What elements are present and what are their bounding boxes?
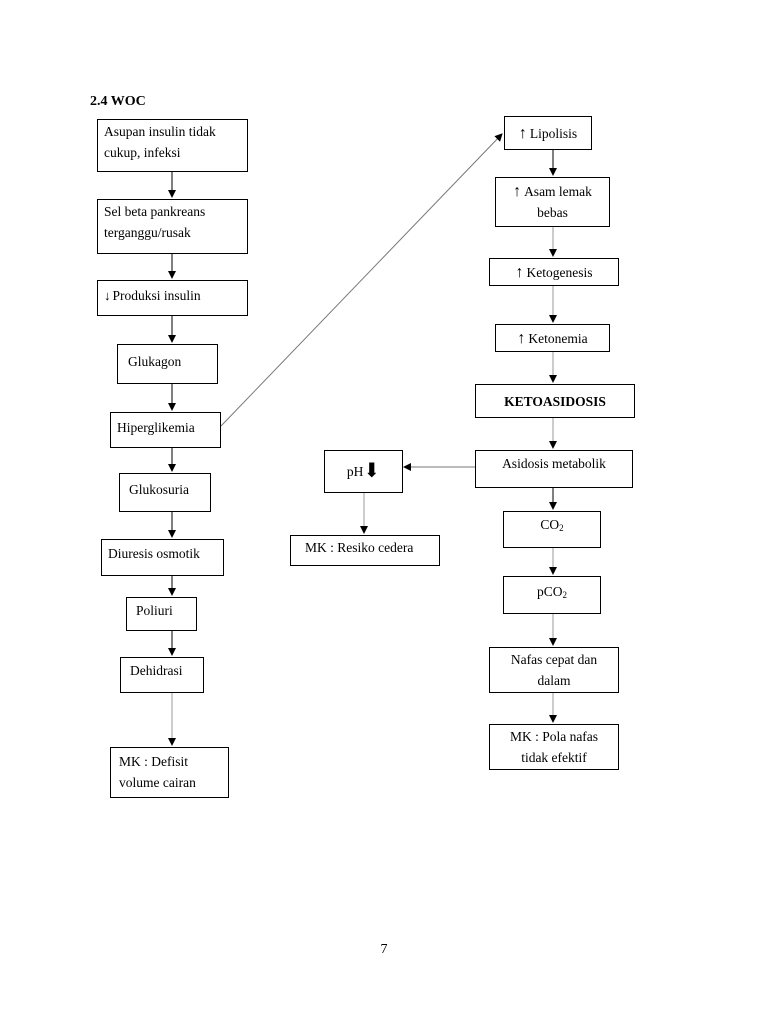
box-mk-pola-nafas-label: MK : Pola nafas tidak efektif: [509, 729, 599, 765]
box-ketonemia: ↑Ketonemia: [495, 324, 610, 352]
box-produksi-insulin: ↓Produksi insulin: [97, 280, 248, 316]
box-ph: pH⬇: [324, 450, 403, 493]
box-asam-lemak-label: Asam lemak bebas: [524, 184, 592, 220]
box-ketogenesis-label: Ketogenesis: [526, 264, 593, 280]
box-ketoasidosis: KETOASIDOSIS: [475, 384, 635, 418]
arrow-hiperglikemia-to-lipolisis: [220, 133, 503, 427]
page-number: 7: [380, 942, 388, 957]
box-glukagon-label: Glukagon: [128, 354, 182, 369]
box-asidosis-metabolik: Asidosis metabolik: [475, 450, 633, 488]
box-ketoasidosis-label: KETOASIDOSIS: [504, 393, 606, 409]
box-nafas-cepat: Nafas cepat dan dalam: [489, 647, 619, 693]
up-arrow-icon: ↑: [517, 329, 526, 347]
box-glukosuria: Glukosuria: [119, 473, 211, 512]
box-ketonemia-label: Ketonemia: [528, 330, 588, 346]
box-sel-beta-label: Sel beta pankreans terganggu/rusak: [104, 204, 206, 240]
box-mk-resiko-label: MK : Resiko cedera: [305, 540, 414, 555]
up-arrow-icon: ↑: [518, 124, 527, 142]
up-arrow-icon: ↑: [513, 183, 522, 200]
box-poliuri-label: Poliuri: [136, 603, 173, 618]
box-glukosuria-label: Glukosuria: [129, 482, 189, 497]
box-co2-label: CO: [540, 517, 560, 532]
box-dehidrasi-label: Dehidrasi: [130, 663, 183, 678]
box-poliuri: Poliuri: [126, 597, 197, 631]
box-produksi-insulin-label: Produksi insulin: [112, 288, 201, 303]
box-pco2-label: pCO: [536, 584, 563, 599]
box-mk-defisit-label: MK : Defisit volume cairan: [119, 754, 196, 790]
box-co2: CO2: [503, 511, 601, 548]
box-glukagon: Glukagon: [117, 344, 218, 384]
box-mk-pola-nafas: MK : Pola nafas tidak efektif: [489, 724, 619, 770]
box-sel-beta: Sel beta pankreans terganggu/rusak: [97, 199, 248, 254]
up-arrow-icon: ↑: [515, 263, 524, 281]
box-lipolisis: ↑Lipolisis: [504, 116, 592, 150]
box-asam-lemak: ↑Asam lemak bebas: [495, 177, 610, 227]
section-heading: 2.4 WOC: [90, 94, 146, 109]
box-hiperglikemia-label: Hiperglikemia: [117, 420, 195, 435]
box-asupan-insulin: Asupan insulin tidak cukup, infeksi: [97, 119, 248, 172]
box-mk-resiko: MK : Resiko cedera: [290, 535, 440, 566]
box-hiperglikemia: Hiperglikemia: [110, 412, 221, 448]
box-mk-defisit: MK : Defisit volume cairan: [110, 747, 229, 798]
box-dehidrasi: Dehidrasi: [120, 657, 204, 693]
box-lipolisis-label: Lipolisis: [529, 125, 578, 141]
box-pco2-subscript: 2: [562, 590, 568, 600]
box-asupan-insulin-label: Asupan insulin tidak cukup, infeksi: [104, 124, 216, 160]
box-diuresis-osmotik: Diuresis osmotik: [101, 539, 224, 576]
box-asidosis-metabolik-label: Asidosis metabolik: [502, 456, 606, 471]
down-arrow-icon: ↓: [104, 288, 111, 303]
box-ph-label: pH: [346, 464, 364, 479]
box-nafas-cepat-label: Nafas cepat dan dalam: [510, 652, 598, 688]
box-diuresis-osmotik-label: Diuresis osmotik: [108, 546, 200, 561]
box-co2-subscript: 2: [559, 523, 564, 533]
ph-down-arrow-icon: ⬇: [363, 460, 381, 482]
box-ketogenesis: ↑Ketogenesis: [489, 258, 619, 286]
box-pco2: pCO2: [503, 576, 601, 614]
